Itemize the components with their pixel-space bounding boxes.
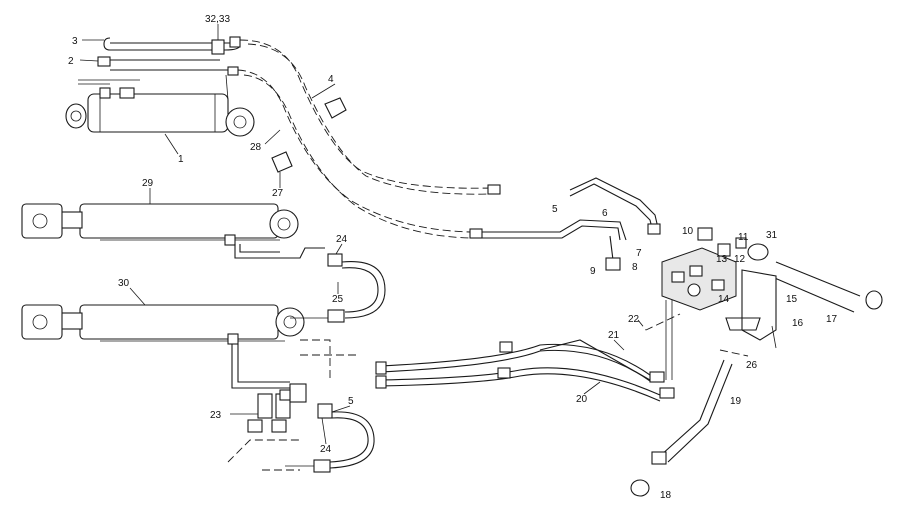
- label-5-top: 5: [552, 204, 558, 215]
- hose-17-and-collar-31: [747, 243, 883, 313]
- top-hoses-2-3: [97, 36, 241, 101]
- label-24-top: 24: [336, 234, 348, 245]
- label-32-33: 32,33: [205, 14, 230, 25]
- label-17: 17: [826, 314, 838, 325]
- label-2: 2: [68, 56, 74, 67]
- lines-20-21-22: [637, 300, 681, 399]
- label-5-bottom: 5: [348, 396, 354, 407]
- label-16: 16: [792, 318, 804, 329]
- control-valve: [661, 227, 747, 311]
- label-4: 4: [328, 74, 334, 85]
- part-23-block: [227, 383, 307, 471]
- label-7: 7: [636, 248, 642, 259]
- bracket-27: [271, 151, 293, 173]
- label-21: 21: [608, 330, 620, 341]
- lower-lines: [231, 339, 661, 402]
- leader-lines: [79, 24, 625, 445]
- label-10: 10: [682, 226, 694, 237]
- label-18: 18: [660, 490, 672, 501]
- hoses-5-6: [482, 177, 661, 271]
- loop-hose-24-25: [290, 253, 386, 323]
- label-25: 25: [332, 294, 344, 305]
- bracket-15-16: [725, 269, 777, 349]
- label-22: 22: [628, 314, 640, 325]
- label-11: 11: [738, 232, 749, 243]
- part-number-labels: 1 2 3 32,33 4 28 27 29 30 24 25 5 6 7 8 …: [68, 14, 838, 501]
- label-14: 14: [718, 294, 730, 305]
- label-8: 8: [632, 262, 638, 273]
- label-24-bottom: 24: [320, 444, 332, 455]
- bracket-26: [324, 97, 347, 119]
- top-hydraulic-cylinder: [65, 79, 255, 137]
- label-13: 13: [716, 254, 728, 265]
- label-20: 20: [576, 394, 588, 405]
- label-26: 26: [746, 360, 758, 371]
- label-15: 15: [786, 294, 798, 305]
- label-27: 27: [272, 188, 284, 199]
- hydraulic-cylinder-29: [21, 203, 325, 259]
- hydraulic-cylinder-30: [21, 304, 305, 345]
- label-1: 1: [178, 154, 184, 165]
- loop-hose-bottom: [285, 403, 375, 473]
- label-30: 30: [118, 278, 130, 289]
- label-6: 6: [602, 208, 608, 219]
- label-19: 19: [730, 396, 742, 407]
- label-23: 23: [210, 410, 222, 421]
- label-9: 9: [590, 266, 596, 277]
- long-hoses-4-28: [237, 39, 501, 239]
- label-3: 3: [72, 36, 78, 47]
- label-28: 28: [250, 142, 262, 153]
- label-29: 29: [142, 178, 154, 189]
- hose-19-fitting-18: [630, 349, 749, 497]
- label-31: 31: [766, 230, 778, 241]
- label-12: 12: [734, 254, 746, 265]
